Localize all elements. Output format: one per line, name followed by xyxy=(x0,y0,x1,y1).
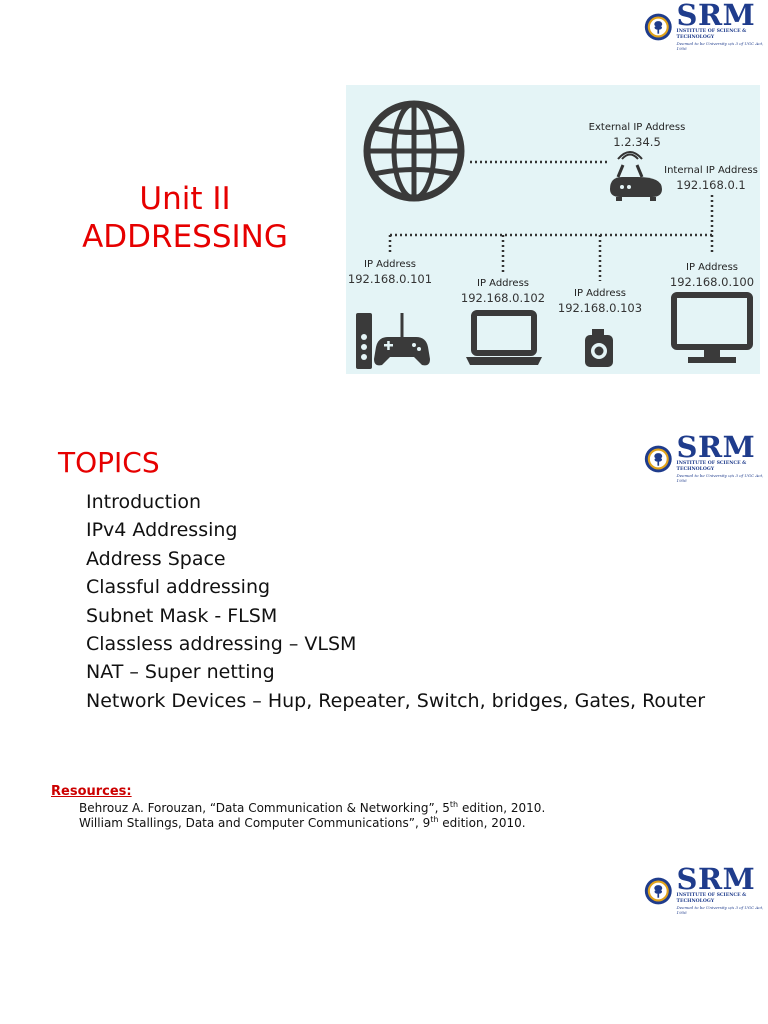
logo-tagline: Deemed to be University u/s 3 of UGC Act… xyxy=(676,905,764,915)
topics-title: TOPICS xyxy=(58,446,160,479)
topic-item: Network Devices – Hup, Repeater, Switch,… xyxy=(86,689,706,712)
device-ip-label: IP Address xyxy=(574,288,626,299)
logo-subtitle: INSTITUTE OF SCIENCE & TECHNOLOGY xyxy=(676,461,747,472)
srm-logo: SRM INSTITUTE OF SCIENCE & TECHNOLOGY De… xyxy=(644,0,768,51)
logo-wordmark: SRM xyxy=(676,0,756,32)
slide-unit-title: SRM INSTITUTE OF SCIENCE & TECHNOLOGY De… xyxy=(0,0,768,420)
monitor-icon xyxy=(671,292,753,363)
topic-item: Address Space xyxy=(86,547,226,570)
external-ip-value: 1.2.34.5 xyxy=(613,135,661,149)
globe-icon xyxy=(363,100,465,202)
network-diagram: External IP Address 1.2.34.5 Internal IP… xyxy=(346,85,760,374)
topic-item: Classless addressing – VLSM xyxy=(86,633,357,656)
logo-wordmark: SRM xyxy=(676,862,756,896)
unit-name: ADDRESSING xyxy=(82,219,288,255)
topic-item: IPv4 Addressing xyxy=(86,519,238,542)
external-ip-label: External IP Address xyxy=(588,122,686,133)
logo-subtitle: INSTITUTE OF SCIENCE & TECHNOLOGY xyxy=(676,893,747,904)
internal-ip-label: Internal IP Address xyxy=(664,165,758,176)
topic-item: NAT – Super netting xyxy=(86,661,275,684)
device-ip-label: IP Address xyxy=(364,259,416,270)
srm-seal-icon xyxy=(644,877,672,904)
device-ip-label: IP Address xyxy=(477,278,529,289)
device-ip-value: 192.168.0.101 xyxy=(347,272,433,286)
resource-item: Behrouz A. Forouzan, “Data Communication… xyxy=(79,800,546,815)
device-ip-value: 192.168.0.102 xyxy=(460,291,546,305)
device-ip-label: IP Address xyxy=(686,262,738,273)
game-console-icon xyxy=(356,313,430,369)
topic-item: Subnet Mask - FLSM xyxy=(86,604,278,627)
srm-logo: SRM INSTITUTE OF SCIENCE & TECHNOLOGY De… xyxy=(644,430,768,483)
srm-logo: SRM INSTITUTE OF SCIENCE & TECHNOLOGY De… xyxy=(644,862,768,915)
topic-list: Introduction IPv4 Addressing Address Spa… xyxy=(86,488,705,715)
logo-subtitle: INSTITUTE OF SCIENCE & TECHNOLOGY xyxy=(676,29,747,40)
laptop-icon xyxy=(466,310,542,365)
logo-wordmark: SRM xyxy=(676,430,756,464)
topic-item: Introduction xyxy=(86,491,202,513)
resources-heading: Resources: xyxy=(51,784,132,799)
logo-tagline: Deemed to be University u/s 3 of UGC Act… xyxy=(676,473,764,483)
device-ip-value: 192.168.0.103 xyxy=(557,301,643,315)
camera-icon xyxy=(585,329,613,367)
topic-item: Classful addressing xyxy=(86,576,271,599)
srm-seal-icon xyxy=(644,13,672,40)
internal-ip-value: 192.168.0.1 xyxy=(676,178,746,192)
device-ip-value: 192.168.0.100 xyxy=(669,275,755,289)
logo-tagline: Deemed to be University u/s 3 of UGC Act… xyxy=(676,41,764,51)
unit-title: Unit II ADDRESSING xyxy=(40,180,330,256)
resource-item: William Stallings, Data and Computer Com… xyxy=(79,815,526,830)
unit-number: Unit II xyxy=(139,181,231,217)
router-icon xyxy=(610,151,662,201)
srm-seal-icon xyxy=(644,445,672,472)
slide-topics: SRM INSTITUTE OF SCIENCE & TECHNOLOGY De… xyxy=(0,420,768,860)
slide-next: SRM INSTITUTE OF SCIENCE & TECHNOLOGY De… xyxy=(0,860,768,1024)
